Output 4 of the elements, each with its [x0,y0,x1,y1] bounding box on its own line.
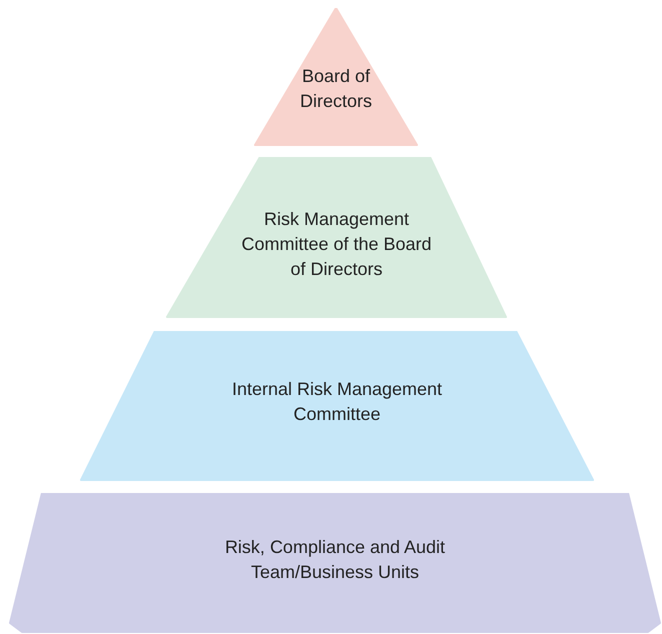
tier-label: Board of Directors [298,65,373,113]
tier-label: Risk Management Committee of the Board of Directors [240,208,433,281]
tier-label: Risk, Compliance and Audit Team/Business Units [224,536,446,584]
tier-label: Internal Risk Management Committee [230,378,444,426]
